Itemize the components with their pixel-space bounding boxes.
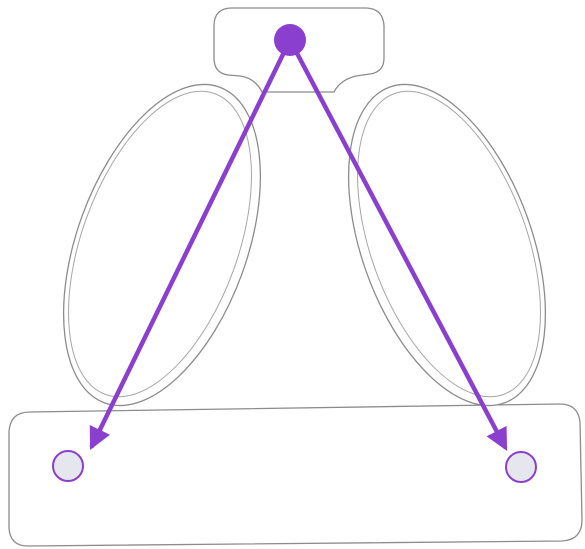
filled-circle-icon [274,24,306,56]
right-oval-outline [310,58,585,432]
left-oval-outline [25,58,300,432]
hollow-circle-icon [53,451,83,481]
hollow-circle-icon [506,452,536,482]
